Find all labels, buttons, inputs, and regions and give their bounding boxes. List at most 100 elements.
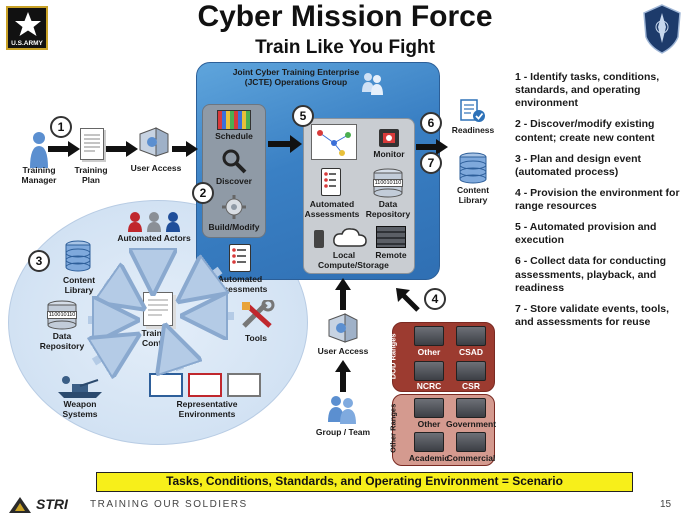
checklist-icon: [321, 168, 341, 196]
footer-org: STRI: [36, 496, 68, 512]
step-number-2: 2: [192, 182, 214, 204]
content-library-label: Content Library: [456, 185, 490, 205]
arrow-diagonal-icon: [396, 288, 420, 312]
step-6: 6 - Collect data for conducting assessme…: [515, 255, 667, 294]
database-icon: 110010110: [372, 168, 404, 198]
server-icon: [456, 398, 486, 418]
star-icon: [15, 12, 41, 36]
training-plan-label: Training Plan: [74, 165, 108, 185]
other-ranges-label: Other Ranges: [388, 403, 398, 453]
server-icon: [414, 432, 444, 452]
weapon-systems-label: Weapon Systems: [62, 399, 98, 419]
step-number-4: 4: [424, 288, 446, 310]
other-range-academic: Academic: [408, 453, 450, 463]
step-number-6: 6: [420, 112, 442, 134]
dashboard-icon: [311, 124, 357, 160]
circle-data-repository-label: Data Repository: [39, 331, 85, 351]
page-subtitle: Train Like You Fight: [255, 37, 435, 58]
step-5: 5 - Automated provision and execution: [515, 221, 657, 247]
dod-range-csad: CSAD: [458, 347, 484, 357]
user-access-icon: [139, 127, 169, 157]
step-number-3: 3: [28, 250, 50, 272]
user-access-icon: [328, 313, 358, 343]
steps-list: 1 - Identify tasks, conditions, standard…: [515, 71, 685, 337]
build-label: Build/Modify: [208, 222, 260, 232]
user-access-bottom-label: User Access: [317, 346, 369, 356]
local-compute-label: Local Compute/Storage: [318, 250, 389, 270]
content-library-icon: [459, 152, 487, 184]
remote-rack-icon: [376, 226, 406, 248]
circle-assessments-label: Automated Assessments: [212, 274, 268, 294]
arrow-right-icon: [106, 141, 138, 157]
environment-thumb-1: [149, 373, 183, 397]
step-3: 3 - Plan and design event (automated pro…: [515, 152, 642, 178]
training-content-label: Training Content: [141, 328, 175, 348]
server-icon: [456, 326, 486, 346]
server-icon: [414, 398, 444, 418]
cloud-icon: [333, 228, 367, 247]
page-title: Cyber Mission Force: [197, 0, 493, 33]
repo-tag: 110010110: [373, 179, 403, 187]
weapon-systems-icon: [58, 376, 102, 398]
tools-icon: [242, 300, 275, 328]
automated-actors-label: Automated Actors: [117, 233, 191, 243]
monitor-icon: [379, 129, 399, 147]
database-icon: 110010110: [46, 300, 78, 330]
training-manager-label: Training Manager: [21, 165, 57, 185]
server-icon: [414, 326, 444, 346]
arrow-up-icon: [335, 360, 351, 392]
footer-tagline: TRAINING OUR SOLDIERS: [90, 499, 248, 510]
group-icon: [328, 396, 356, 424]
step-number-5: 5: [292, 105, 314, 127]
remote-label: Remote: [375, 250, 407, 260]
page-number: 15: [660, 499, 672, 510]
other-range-other: Other: [417, 419, 441, 429]
user-access-label: User Access: [130, 163, 182, 173]
training-content-icon: [143, 292, 173, 326]
circle-content-library-label: Content Library: [62, 275, 96, 295]
arrow-right-icon: [48, 141, 80, 157]
step-number-1: 1: [50, 116, 72, 138]
environment-thumb-2: [188, 373, 222, 397]
jcte-title: Joint Cyber Training Enterprise (JCTE) O…: [232, 67, 360, 87]
step-2: 2 - Discover/modify existing content; cr…: [515, 118, 655, 144]
training-plan-icon: [80, 128, 104, 160]
army-logo: U.S.ARMY: [6, 6, 48, 50]
discover-label: Discover: [216, 176, 252, 186]
other-range-government: Government: [445, 419, 497, 429]
server-icon: [456, 361, 486, 381]
assessments-icon: [229, 244, 251, 272]
arrow-right-icon: [172, 141, 198, 157]
arrow-right-icon: [416, 139, 448, 155]
monitor-label: Monitor: [373, 149, 405, 159]
group-icon: [362, 73, 383, 95]
jcte-assessments-label: Automated Assessments: [304, 199, 360, 219]
content-library-icon: [65, 240, 91, 272]
local-server-icon: [314, 230, 324, 248]
other-range-commercial: Commercial: [446, 453, 496, 463]
group-team-label: Group / Team: [315, 427, 371, 437]
arrow-right-icon: [268, 135, 302, 153]
server-icon: [456, 432, 486, 452]
step-number-7: 7: [420, 152, 442, 174]
dod-ranges-label: DOD Ranges: [388, 333, 398, 380]
step-7: 7 - Store validate events, tools, and as…: [515, 302, 670, 328]
schedule-label: Schedule: [215, 131, 253, 141]
representative-environments-label: Representative Environments: [176, 399, 238, 419]
step-4: 4 - Provision the environment for range …: [515, 186, 680, 212]
automated-actors-icon: [128, 212, 180, 232]
person-icon: [30, 132, 48, 168]
environment-thumb-3: [227, 373, 261, 397]
jcte-data-repository-label: Data Repository: [365, 199, 411, 219]
gear-icon: [222, 195, 246, 219]
arrow-up-icon: [335, 278, 351, 310]
tools-label: Tools: [244, 333, 268, 343]
server-icon: [414, 361, 444, 381]
schedule-icon: [217, 110, 251, 130]
footer-bar: [0, 494, 690, 518]
readiness-label: Readiness: [451, 125, 495, 135]
cyber-command-emblem: [640, 3, 684, 55]
dod-range-csr: CSR: [462, 381, 480, 391]
circle-repo-tag: 110010110: [47, 311, 77, 319]
readiness-icon: [460, 99, 485, 122]
